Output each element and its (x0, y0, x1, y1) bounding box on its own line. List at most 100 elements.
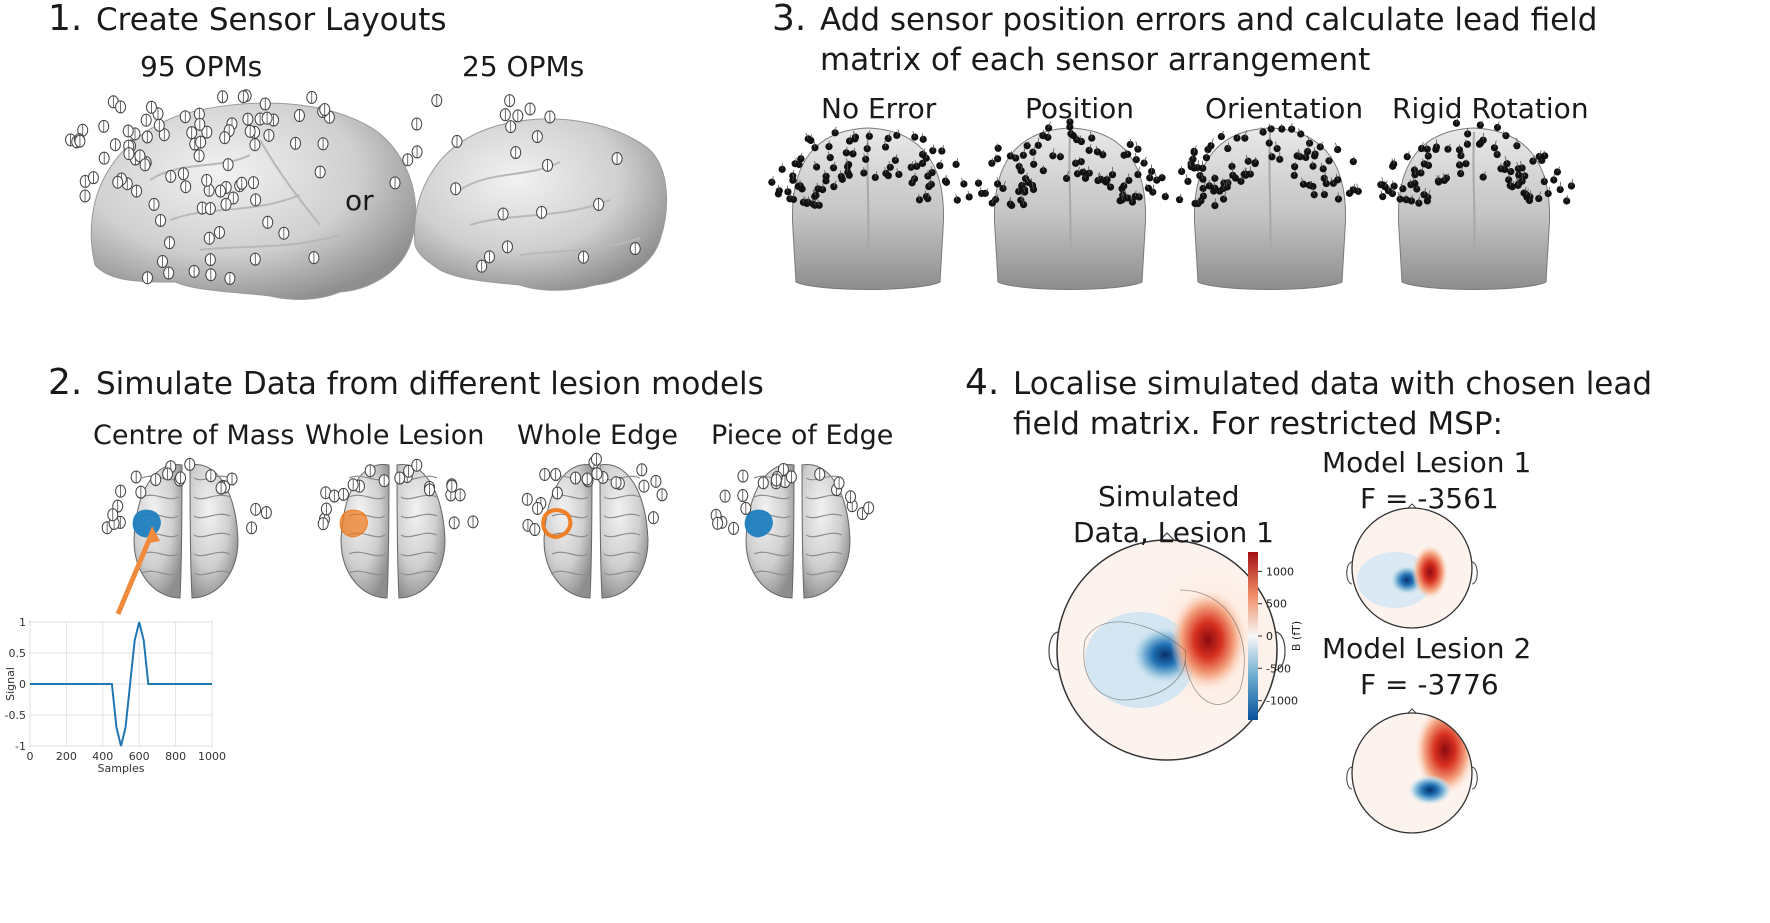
sensor-stem (1260, 127, 1264, 133)
sensor-stem (1460, 151, 1464, 156)
sensor-stem (1270, 151, 1273, 157)
opm-sensor (505, 120, 517, 134)
sensor-stem (1509, 180, 1512, 186)
sensor-stem (1494, 140, 1497, 148)
opm-sensor (411, 145, 423, 159)
sensor-stem (1222, 182, 1226, 189)
sensor-stem (1032, 146, 1036, 153)
opm-sensor (115, 484, 127, 498)
sensor-stem (1022, 148, 1026, 156)
opm-sensor (109, 138, 121, 152)
sensor-stem (939, 159, 942, 166)
sensor-stem (771, 176, 774, 183)
gyrus (753, 570, 791, 576)
sensor-stem (1244, 130, 1247, 139)
opm-sensor (501, 240, 513, 254)
step-4-title-line2: field matrix. For restricted MSP: (1013, 406, 1503, 442)
gyrus (400, 494, 438, 500)
opm-sensor (134, 149, 146, 163)
gyrus (193, 532, 231, 538)
opm-sensor (424, 483, 436, 497)
opm-sensor (74, 134, 86, 148)
sensor-stem (896, 129, 900, 136)
opm-sensor (139, 158, 151, 172)
x-tick-label: 200 (56, 750, 77, 763)
opm-sensor (249, 252, 261, 266)
sensor-stem (910, 161, 914, 168)
sensor-stem (1380, 190, 1384, 197)
sensor-stem (1443, 173, 1445, 181)
opm-sensor (179, 110, 191, 124)
sensor-stem (1197, 170, 1201, 176)
head-midline (1472, 131, 1476, 257)
opm-sensor (814, 467, 826, 481)
sensor-stem (955, 194, 958, 201)
sensor-stem (1311, 161, 1314, 167)
sensor-stem (1301, 177, 1304, 185)
opm-sensor (186, 126, 198, 140)
opm-sensor (591, 467, 603, 481)
opm-sensor (184, 457, 196, 471)
opm-sensor (389, 176, 401, 190)
opm-sensor (483, 250, 495, 264)
opm-sensor (411, 458, 423, 472)
sensor-stem (1149, 172, 1152, 179)
sensor-stem (833, 180, 837, 187)
sensor-stem (792, 174, 795, 181)
sensor-stem (817, 199, 820, 206)
sensor-stem (1379, 180, 1382, 185)
colorbar-label: B (fT) (1290, 621, 1303, 651)
opm-sensor (220, 197, 232, 211)
sensor-stem (1293, 169, 1296, 176)
sensor-stem (846, 160, 848, 167)
sensor-stem (1089, 131, 1093, 139)
top-view-brain (317, 458, 479, 599)
sensor-stem (1201, 189, 1204, 197)
sensor-stem (927, 192, 930, 199)
opm-sensor (115, 100, 127, 114)
sensor-stem (1456, 118, 1458, 124)
sensor-stem (1020, 192, 1024, 201)
sensor-stem (814, 160, 818, 168)
sensor-stem (1328, 156, 1332, 161)
opm-sensor (647, 511, 659, 525)
gyrus (753, 494, 791, 500)
sensor-stem (1298, 128, 1302, 135)
opm-sensor (532, 501, 544, 515)
sensor-stem (1400, 183, 1404, 189)
colorbar (1248, 552, 1258, 720)
opm-sensor (121, 177, 133, 191)
opm-sensor (148, 197, 160, 211)
gyrus (603, 513, 641, 519)
sensor-stem (1052, 148, 1055, 156)
sensor-stem (1125, 149, 1129, 155)
model-whole-lesion: Whole Lesion (305, 420, 485, 451)
opm-sensor (845, 490, 857, 504)
sensor-stem (794, 157, 797, 164)
sensor-stem (1414, 170, 1417, 175)
topo-model-lesion-1 (1346, 503, 1478, 629)
sensor-stem (1323, 171, 1326, 179)
signal-arrow (115, 532, 155, 615)
sensor-stem (1164, 191, 1167, 197)
gyrus (400, 551, 438, 557)
opm-sensor (524, 102, 536, 116)
sensor-stem (1465, 159, 1468, 164)
sensor-stem (884, 167, 887, 174)
opm-sensor (542, 158, 554, 172)
opm-sensor (550, 468, 562, 482)
gyrus (551, 551, 589, 557)
sensor-stem (967, 190, 970, 198)
y-tick-label: -1 (15, 740, 26, 753)
sensor-stem (1042, 129, 1044, 136)
sensor-stem (1504, 156, 1508, 164)
gyrus (193, 570, 231, 576)
opm-sensor (188, 264, 200, 278)
condition-position: Position (1025, 92, 1135, 125)
opm-sensor (497, 207, 509, 221)
head-model (1175, 123, 1362, 290)
sensor-stem (853, 132, 856, 139)
opm-sensor (201, 125, 213, 139)
